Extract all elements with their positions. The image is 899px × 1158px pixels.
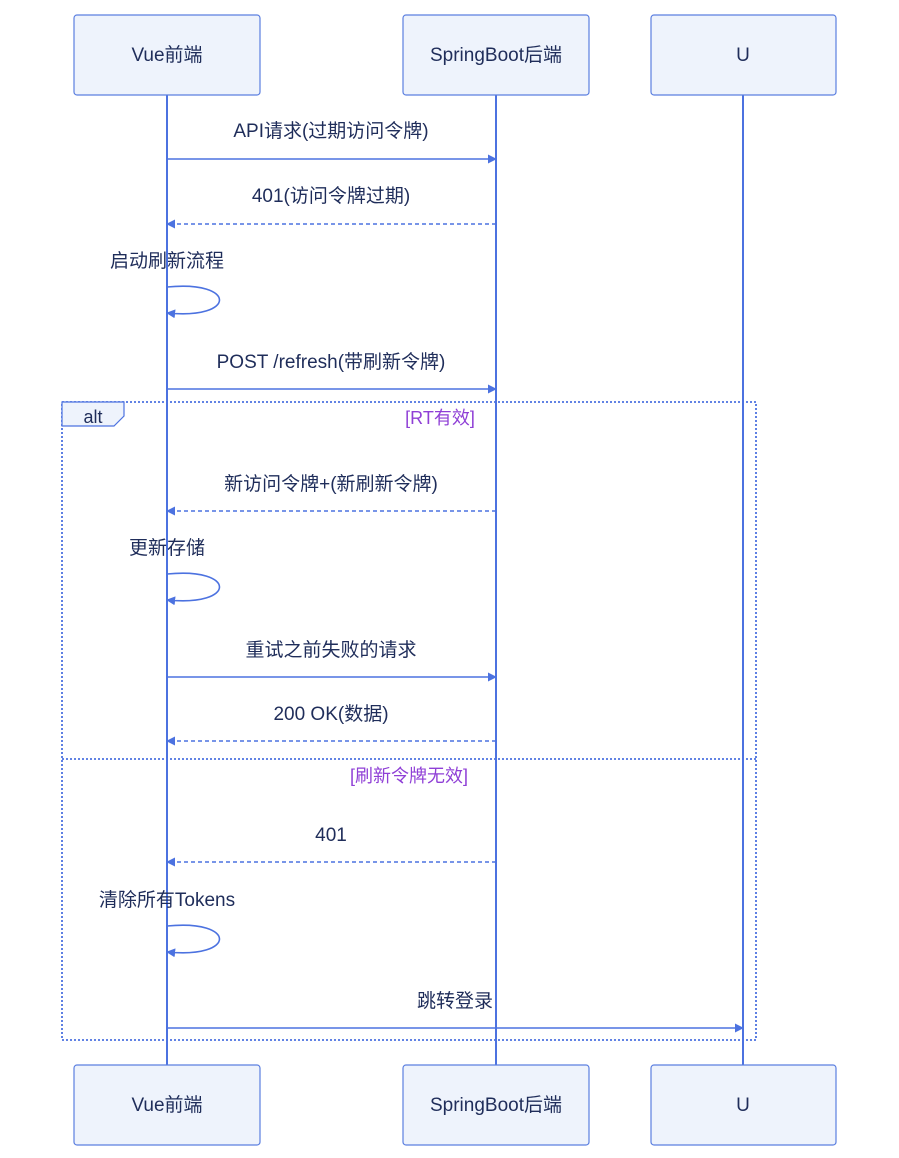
alt-condition-2: [刷新令牌无效] [350, 766, 468, 786]
participant-label: SpringBoot后端 [430, 44, 562, 66]
participant-label: Vue前端 [131, 44, 202, 66]
message-label: 200 OK(数据) [273, 703, 388, 725]
participant-vue-top: Vue前端 [73, 14, 261, 96]
alt-condition-1: [RT有效] [405, 408, 475, 428]
message-10: 清除所有Tokens [99, 889, 235, 958]
participant-spring-top: SpringBoot后端 [402, 14, 590, 96]
message-5: 新访问令牌+(新刷新令牌) [166, 473, 496, 516]
message-4: POST /refresh(带刷新令牌) [167, 351, 497, 394]
message-9: 401 [166, 825, 496, 867]
alt-tab [61, 401, 125, 427]
participant-label: SpringBoot后端 [430, 1094, 562, 1116]
message-label: 更新存储 [129, 537, 205, 559]
message-3: 启动刷新流程 [110, 250, 224, 319]
message-label: POST /refresh(带刷新令牌) [217, 351, 446, 373]
message-label: 重试之前失败的请求 [245, 639, 416, 661]
alt-frame: alt [RT有效] [刷新令牌无效] [61, 401, 757, 1041]
message-1: API请求(过期访问令牌) [167, 120, 497, 164]
message-7: 重试之前失败的请求 [167, 639, 497, 682]
message-label: 清除所有Tokens [99, 889, 235, 911]
message-6: 更新存储 [129, 537, 221, 606]
participant-user-top: U [650, 14, 837, 96]
participant-label: U [736, 1095, 750, 1116]
participant-user-bottom: U [650, 1064, 837, 1146]
message-label: 跳转登录 [417, 990, 493, 1012]
message-label: 启动刷新流程 [110, 250, 224, 272]
message-11: 跳转登录 [167, 990, 744, 1033]
alt-label: alt [83, 407, 102, 427]
participant-label: Vue前端 [131, 1094, 202, 1116]
message-8: 200 OK(数据) [166, 703, 496, 746]
self-loop-arrow [166, 285, 221, 319]
message-2: 401(访问令牌过期) [166, 185, 496, 229]
message-label: 401(访问令牌过期) [252, 185, 410, 207]
self-loop-arrow [166, 572, 221, 606]
message-label: API请求(过期访问令牌) [233, 120, 428, 142]
participant-spring-bottom: SpringBoot后端 [402, 1064, 590, 1146]
participant-label: U [736, 45, 750, 66]
participant-vue-bottom: Vue前端 [73, 1064, 261, 1146]
self-loop-arrow [166, 924, 221, 958]
message-label: 401 [315, 825, 347, 846]
message-label: 新访问令牌+(新刷新令牌) [224, 473, 438, 495]
